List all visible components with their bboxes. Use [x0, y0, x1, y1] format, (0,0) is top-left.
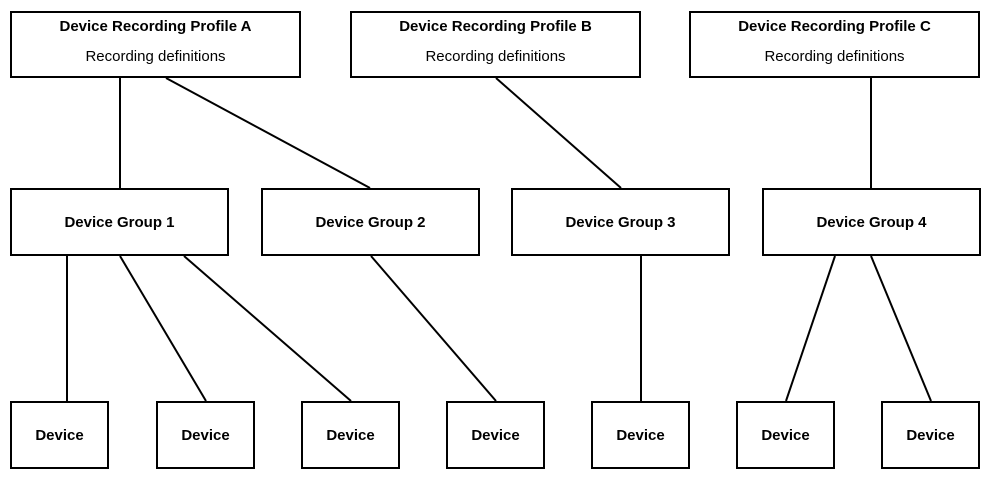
- connector-profile-a-group-2: [165, 77, 371, 189]
- device-3-label: Device: [326, 426, 375, 444]
- profile-b-box: Device Recording Profile B Recording def…: [350, 11, 641, 78]
- device-1-box: Device: [10, 401, 109, 469]
- device-4-box: Device: [446, 401, 545, 469]
- profile-a-box: Device Recording Profile A Recording def…: [10, 11, 301, 78]
- device-3-box: Device: [301, 401, 400, 469]
- device-5-box: Device: [591, 401, 690, 469]
- connector-group-1-device-3: [183, 255, 352, 402]
- profile-a-title: Device Recording Profile A: [59, 18, 252, 35]
- profile-c-subtitle: Recording definitions: [764, 48, 905, 65]
- group-2-label: Device Group 2: [315, 213, 426, 231]
- group-1-box: Device Group 1: [10, 188, 229, 256]
- group-4-label: Device Group 4: [816, 213, 927, 231]
- device-5-label: Device: [616, 426, 665, 444]
- device-4-label: Device: [471, 426, 520, 444]
- device-6-label: Device: [761, 426, 810, 444]
- profile-b-title: Device Recording Profile B: [399, 18, 592, 35]
- connector-profile-b-group-3: [495, 77, 622, 189]
- device-2-label: Device: [181, 426, 230, 444]
- group-3-box: Device Group 3: [511, 188, 730, 256]
- device-6-box: Device: [736, 401, 835, 469]
- connector-group-1-device-2: [119, 255, 207, 402]
- group-4-box: Device Group 4: [762, 188, 981, 256]
- device-7-box: Device: [881, 401, 980, 469]
- group-2-box: Device Group 2: [261, 188, 480, 256]
- device-2-box: Device: [156, 401, 255, 469]
- connector-group-4-device-7: [870, 255, 932, 402]
- profile-a-subtitle: Recording definitions: [85, 48, 226, 65]
- device-1-label: Device: [35, 426, 84, 444]
- connector-group-2-device-4: [370, 255, 497, 402]
- profile-b-subtitle: Recording definitions: [425, 48, 566, 65]
- profile-c-title: Device Recording Profile C: [738, 18, 931, 35]
- profile-c-box: Device Recording Profile C Recording def…: [689, 11, 980, 78]
- group-3-label: Device Group 3: [565, 213, 676, 231]
- device-7-label: Device: [906, 426, 955, 444]
- connector-group-4-device-6: [785, 255, 836, 402]
- group-1-label: Device Group 1: [64, 213, 175, 231]
